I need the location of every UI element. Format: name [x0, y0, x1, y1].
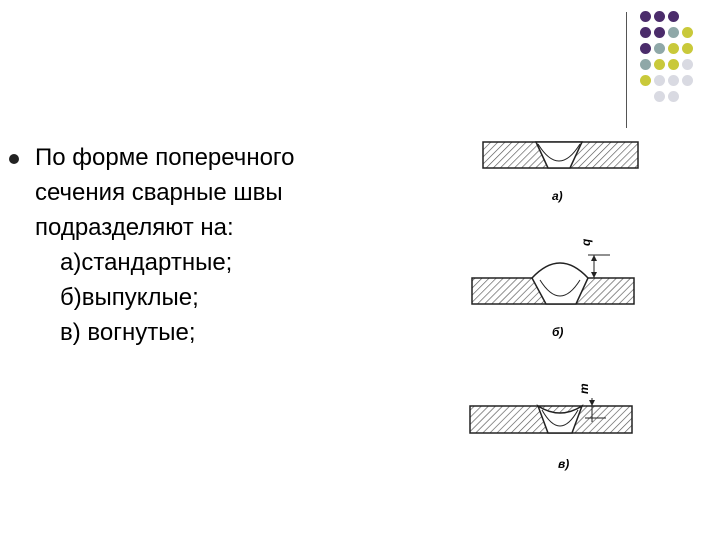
text-line-2: сечения сварные швы — [35, 179, 283, 206]
decorative-dot — [668, 11, 679, 22]
weld-standard-diagram — [482, 141, 639, 169]
decorative-dot — [640, 59, 651, 70]
weld-cross-section-figure: а) q б) m в) — [469, 141, 639, 471]
decorative-dot — [640, 75, 651, 86]
decorative-dot — [640, 43, 651, 54]
decorative-dot — [654, 27, 665, 38]
decorative-dot — [640, 27, 651, 38]
decorative-dot — [654, 11, 665, 22]
list-item-concave: в) вогнутые; — [60, 319, 196, 346]
decorative-dot — [668, 75, 679, 86]
slide-text: По форме поперечного сечения сварные швы… — [35, 140, 295, 350]
list-item-standard: а)стандартные; — [60, 249, 233, 276]
decorative-dot — [682, 27, 693, 38]
decorative-dot — [640, 11, 651, 22]
figure-label-b: б) — [552, 325, 563, 339]
decorative-dot — [668, 91, 679, 102]
figure-label-a: а) — [552, 189, 563, 203]
decorative-dot — [668, 27, 679, 38]
text-line-1: По форме поперечного — [35, 144, 295, 171]
text-line-3: подразделяют на: — [35, 214, 234, 241]
decorative-dot — [654, 59, 665, 70]
list-item-convex: б)выпуклые; — [60, 284, 199, 311]
weld-convex-diagram — [471, 254, 635, 305]
decorative-dot — [682, 43, 693, 54]
decorative-dot — [682, 75, 693, 86]
dimension-label-q: q — [579, 238, 593, 246]
decorative-dot — [654, 75, 665, 86]
bullet-icon — [9, 154, 19, 164]
vertical-divider-line — [626, 12, 627, 128]
decorative-dot — [654, 91, 665, 102]
figure-label-c: в) — [558, 457, 569, 471]
decorative-dot — [682, 59, 693, 70]
decorative-dot — [668, 59, 679, 70]
decorative-dot — [654, 43, 665, 54]
weld-concave-diagram — [469, 398, 633, 434]
decorative-dot — [668, 43, 679, 54]
dimension-label-m: m — [577, 383, 591, 394]
